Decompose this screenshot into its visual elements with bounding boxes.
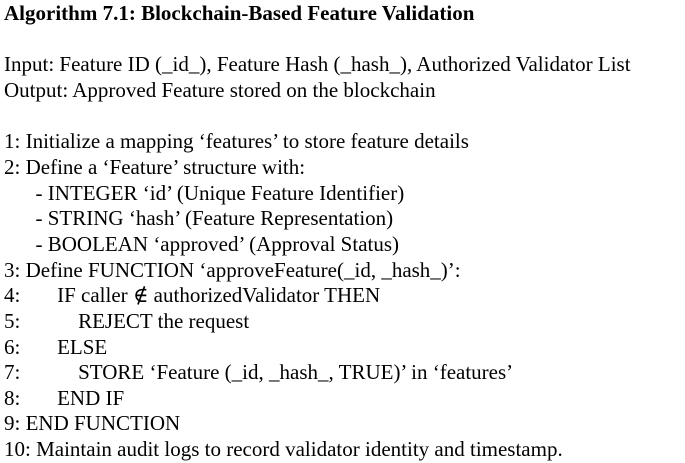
step-8: 8: END IF — [4, 385, 125, 410]
step-2-field-boolean: - BOOLEAN ‘approved’ (Approval Status) — [4, 231, 400, 256]
step-2-field-string: - STRING ‘hash’ (Feature Representation) — [4, 206, 394, 231]
step-9: 9: END FUNCTION — [4, 411, 181, 436]
step-4: 4: IF caller ∉ authorizedValidator THEN — [4, 283, 381, 308]
step-10: 10: Maintain audit logs to record valida… — [4, 437, 563, 462]
output-line: Output: Approved Feature stored on the b… — [4, 77, 436, 102]
step-6: 6: ELSE — [4, 334, 108, 359]
step-2-field-integer: - INTEGER ‘id’ (Unique Feature Identifie… — [4, 180, 405, 205]
input-line: Input: Feature ID (_id_), Feature Hash (… — [4, 52, 631, 77]
algorithm-title: Algorithm 7.1: Blockchain-Based Feature … — [4, 1, 475, 25]
step-3: 3: Define FUNCTION ‘approveFeature(_id, … — [4, 257, 461, 282]
step-1: 1: Initialize a mapping ‘features’ to st… — [4, 129, 469, 154]
step-7: 7: STORE ‘Feature (_id, _hash_, TRUE)’ i… — [4, 360, 514, 385]
step-2: 2: Define a ‘Feature’ structure with: — [4, 154, 306, 179]
step-5: 5: REJECT the request — [4, 308, 250, 333]
